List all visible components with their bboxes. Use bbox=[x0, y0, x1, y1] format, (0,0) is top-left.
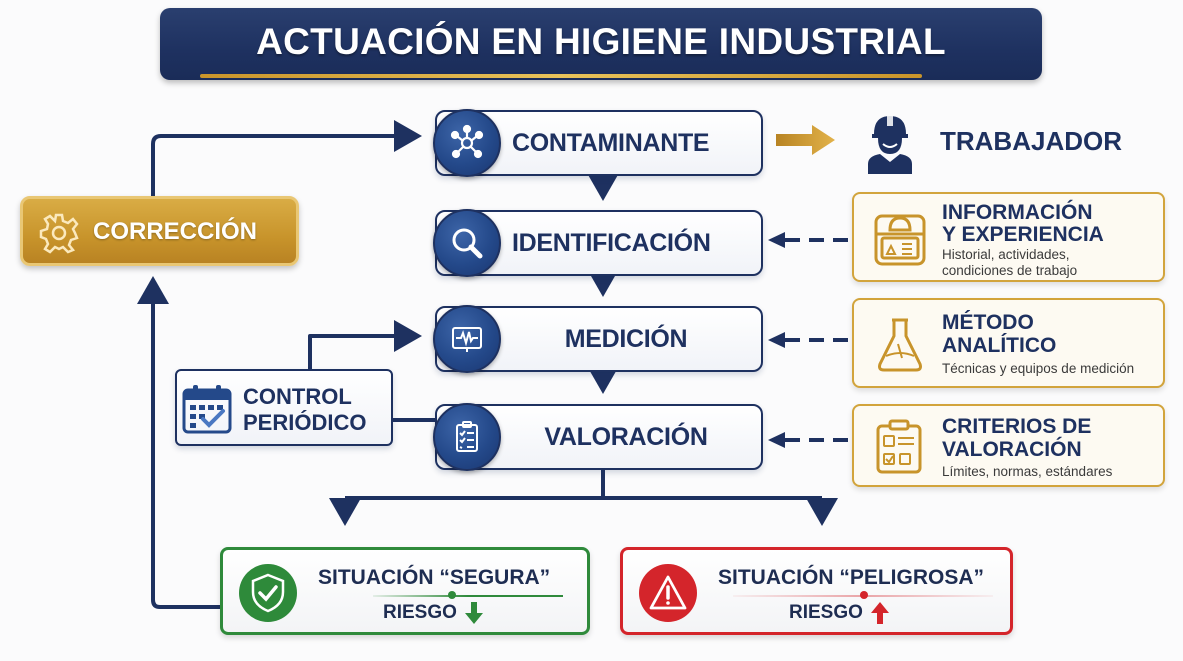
molecule-icon bbox=[433, 109, 501, 177]
step-valoracion[interactable]: VALORACIÓN bbox=[433, 403, 763, 471]
control-periodico-box[interactable]: CONTROL PERIÓDICO bbox=[175, 369, 393, 446]
worker-helmet-icon bbox=[862, 110, 918, 174]
worker-label: TRABAJADOR bbox=[940, 126, 1122, 156]
divider-dot bbox=[448, 591, 456, 599]
divider bbox=[373, 595, 563, 597]
step-label: IDENTIFICACIÓN bbox=[512, 228, 711, 257]
control-label: CONTROL PERIÓDICO bbox=[243, 384, 366, 436]
outcome-title: SITUACIÓN “PELIGROSA” bbox=[718, 566, 985, 589]
divider-dot bbox=[860, 591, 868, 599]
step-medicion[interactable]: MEDICIÓN bbox=[433, 305, 763, 373]
shield-check-icon bbox=[239, 564, 297, 622]
arrow-down-icon bbox=[464, 602, 483, 624]
info-title-line1: CRITERIOS DE bbox=[942, 415, 1092, 438]
page-title: ACTUACIÓN EN HIGIENE INDUSTRIAL bbox=[256, 21, 946, 62]
outcome-peligrosa[interactable]: SITUACIÓN “PELIGROSA” RIESGO bbox=[620, 547, 1013, 635]
clipboard-checklist-icon bbox=[433, 403, 501, 471]
step-contaminante[interactable]: CONTAMINANTE bbox=[433, 109, 763, 177]
warning-triangle-icon bbox=[639, 564, 697, 622]
calendar-check-icon bbox=[181, 383, 233, 435]
info-subtitle-line2: condiciones de trabajo bbox=[942, 263, 1078, 278]
control-label-line2: PERIÓDICO bbox=[243, 410, 367, 435]
info-title-line1: MÉTODO bbox=[942, 311, 1034, 334]
flask-icon bbox=[872, 314, 928, 374]
outcome-segura[interactable]: SITUACIÓN “SEGURA” RIESGO bbox=[220, 547, 590, 635]
risk-indicator: RIESGO bbox=[789, 602, 889, 624]
risk-label: RIESGO bbox=[789, 602, 863, 623]
input-informacion-experiencia[interactable]: INFORMACIÓN Y EXPERIENCIA Historial, act… bbox=[852, 192, 1165, 282]
risk-indicator: RIESGO bbox=[383, 602, 483, 624]
correction-box[interactable]: CORRECCIÓN bbox=[20, 196, 299, 266]
info-title-line2: Y EXPERIENCIA bbox=[942, 223, 1104, 246]
worker-record-icon bbox=[872, 208, 928, 268]
risk-label: RIESGO bbox=[383, 602, 457, 623]
correction-to-contaminant-arrow bbox=[151, 120, 422, 196]
info-subtitle-line1: Técnicas y equipos de medición bbox=[942, 361, 1135, 376]
info-subtitle-line1: Historial, actividades, bbox=[942, 247, 1070, 262]
info-title-line2: VALORACIÓN bbox=[942, 438, 1082, 461]
step-identificacion[interactable]: IDENTIFICACIÓN bbox=[433, 209, 763, 277]
arrow-up-icon bbox=[870, 602, 889, 624]
magnifier-icon bbox=[433, 209, 501, 277]
step-label: CONTAMINANTE bbox=[512, 128, 710, 157]
control-label-line1: CONTROL bbox=[243, 384, 352, 409]
title-banner: ACTUACIÓN EN HIGIENE INDUSTRIAL bbox=[160, 8, 1042, 80]
input-criterios-valoracion[interactable]: CRITERIOS DE VALORACIÓN Límites, normas,… bbox=[852, 404, 1165, 487]
input-metodo-analitico[interactable]: MÉTODO ANALÍTICO Técnicas y equipos de m… bbox=[852, 298, 1165, 388]
info-title-line1: INFORMACIÓN bbox=[942, 201, 1093, 224]
step-label: VALORACIÓN bbox=[544, 422, 708, 451]
info-title-line2: ANALÍTICO bbox=[942, 334, 1057, 357]
step-label: MEDICIÓN bbox=[564, 324, 688, 353]
gear-icon bbox=[38, 212, 80, 254]
outcome-title: SITUACIÓN “SEGURA” bbox=[318, 566, 551, 589]
clipboard-criteria-icon bbox=[872, 416, 928, 476]
info-subtitle-line1: Límites, normas, estándares bbox=[942, 464, 1113, 479]
monitor-pulse-icon bbox=[433, 305, 501, 373]
correction-label: CORRECCIÓN bbox=[93, 218, 258, 245]
